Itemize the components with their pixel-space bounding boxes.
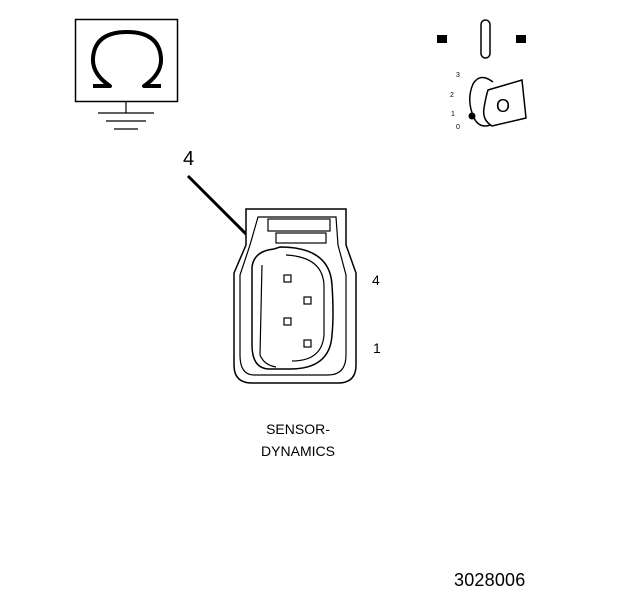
caption-line-1: SENSOR- xyxy=(266,421,330,437)
pin-label-4: 4 xyxy=(372,272,380,288)
ignition-key-icon xyxy=(437,19,527,127)
connector-icon xyxy=(233,208,357,384)
ignition-key-letter: O xyxy=(496,96,511,116)
pin-label-1: 1 xyxy=(373,340,381,356)
ignition-position-3: 3 xyxy=(456,72,460,79)
ignition-position-2: 2 xyxy=(450,92,454,99)
document-id: 3028006 xyxy=(454,570,526,590)
connector-caption: SENSOR- DYNAMICS xyxy=(228,418,368,462)
ignition-position-0: 0 xyxy=(456,124,460,131)
ohmmeter-ground-icon xyxy=(74,18,179,130)
ignition-position-1: 1 xyxy=(451,111,455,118)
callout-number: 4 xyxy=(183,148,195,170)
caption-line-2: DYNAMICS xyxy=(261,443,335,459)
